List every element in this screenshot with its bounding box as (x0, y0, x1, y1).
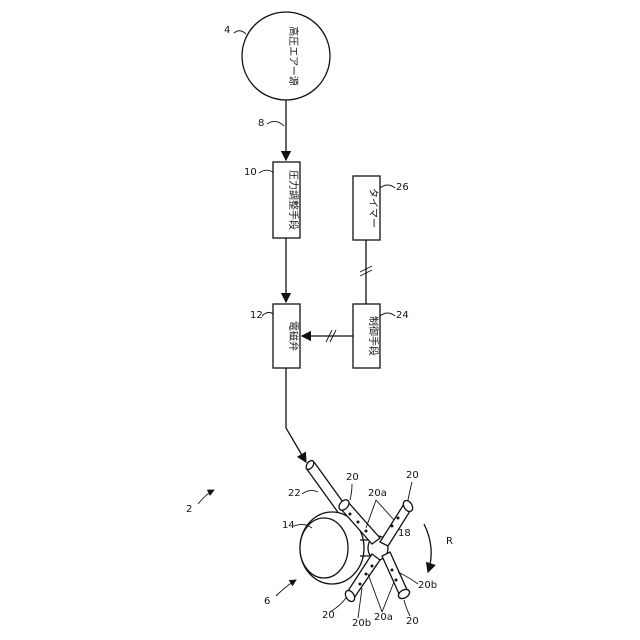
ref-20a-top: 20a (368, 488, 387, 499)
rotation-arrow (424, 524, 431, 572)
ref-20-top: 20 (346, 472, 359, 483)
timer-label: タイマー (367, 188, 379, 228)
ref-10: 10 (244, 167, 257, 178)
ref-18: 18 (398, 528, 411, 539)
pressure-regulator-label: 圧力調整手段 (287, 170, 300, 230)
ref-8: 8 (258, 118, 264, 129)
leader-20a-top (366, 500, 376, 528)
ref-20a-bottom: 20a (374, 612, 393, 623)
leader-22 (302, 490, 318, 494)
ref-14: 14 (282, 520, 295, 531)
leader-20b-bottom (358, 588, 362, 618)
ref-4: 4 (224, 25, 230, 36)
ref-26: 26 (396, 182, 409, 193)
leader-20-topright (408, 482, 412, 500)
ref-2: 2 (186, 504, 192, 515)
leader-12 (262, 312, 273, 316)
ref-20b-bottom: 20b (352, 618, 371, 629)
leader-24 (380, 313, 395, 316)
ref-20-bottomright: 20 (406, 616, 419, 627)
ref-20-topright: 20 (406, 470, 419, 481)
pipe-valve-to-nozzle (286, 368, 306, 462)
leader-2 (198, 490, 214, 504)
leader-6 (276, 580, 296, 596)
control-means-label: 制御手段 (367, 316, 380, 356)
ref-20-left: 20 (322, 610, 335, 621)
leader-20a-top-2 (376, 500, 394, 520)
leader-20a-bottom-2 (382, 582, 394, 612)
high-pressure-air-source-label: 高圧エアー源 (287, 26, 300, 85)
solenoid-valve-label: 電磁弁 (287, 321, 300, 351)
leader-26 (380, 185, 395, 188)
leader-8 (267, 121, 284, 126)
ref-22: 22 (288, 488, 301, 499)
rotation-label: R (446, 536, 453, 547)
leader-20-top (350, 484, 352, 500)
leader-4 (234, 31, 246, 34)
leader-20a-bottom (368, 574, 382, 612)
high-pressure-air-source (242, 12, 330, 100)
ref-12: 12 (250, 310, 263, 321)
leader-10 (259, 170, 273, 173)
ref-20b-right: 20b (418, 580, 437, 591)
ref-24: 24 (396, 310, 409, 321)
ref-6: 6 (264, 596, 270, 607)
leader-20-bottomright (404, 600, 410, 616)
